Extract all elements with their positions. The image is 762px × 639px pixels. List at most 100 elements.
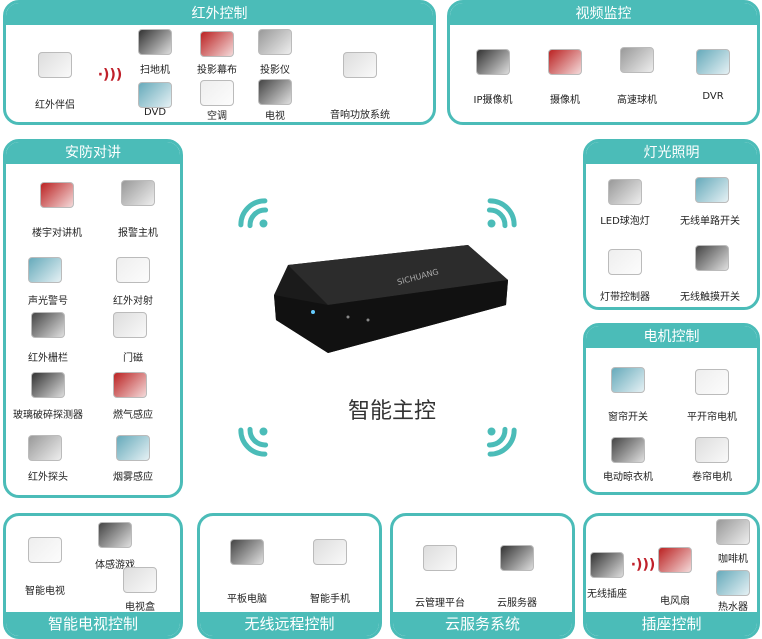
hub-label: 智能主控 (347, 399, 437, 424)
panel-title: 智能电视控制 (6, 612, 180, 636)
device-label: 电视盒 (125, 602, 155, 613)
device-image-icon (138, 29, 172, 55)
panel-title: 红外控制 (6, 3, 433, 25)
device-label: IP摄像机 (473, 95, 513, 106)
device-label: 声光警号 (28, 296, 68, 307)
device-image-icon (28, 257, 62, 283)
device-label: 红外栅栏 (28, 353, 68, 364)
device-image-icon (476, 49, 510, 75)
device-label: LED球泡灯 (600, 216, 650, 227)
device-image-icon (230, 539, 264, 565)
panel-motor: 电机控制 (583, 323, 760, 495)
device-label: 体感游戏 (95, 560, 135, 571)
device-label: 智能电视 (25, 586, 65, 597)
device-label: 无线触摸开关 (680, 292, 740, 303)
device-image-icon (590, 552, 624, 578)
wifi-icon (220, 180, 291, 251)
device-label: 智能手机 (310, 594, 350, 605)
device-image-icon (611, 367, 645, 393)
smart-hub-device: SICHUANG (268, 245, 518, 355)
device-label: 燃气感应 (113, 410, 153, 421)
device-image-icon (620, 47, 654, 73)
device-label: 热水器 (718, 602, 748, 613)
device-label: 红外伴侣 (35, 100, 75, 111)
device-image-icon (716, 570, 750, 596)
device-image-icon (313, 539, 347, 565)
device-image-icon (116, 435, 150, 461)
device-image-icon (695, 437, 729, 463)
device-label: 投影仪 (260, 65, 290, 76)
device-label: 平开帘电机 (687, 412, 737, 423)
device-image-icon (343, 52, 377, 78)
device-label: 云管理平台 (415, 598, 465, 609)
device-label: 红外探头 (28, 472, 68, 483)
device-image-icon (608, 179, 642, 205)
device-image-icon (548, 49, 582, 75)
panel-title: 插座控制 (586, 612, 757, 636)
panel-title: 电机控制 (586, 326, 757, 348)
device-label: 音响功放系统 (330, 110, 390, 121)
panel-title: 安防对讲 (6, 142, 180, 164)
device-label: 红外对射 (113, 296, 153, 307)
device-label: 摄像机 (550, 95, 580, 106)
device-image-icon (38, 52, 72, 78)
panel-title: 云服务系统 (393, 612, 572, 636)
device-image-icon (28, 435, 62, 461)
device-label: 门磁 (123, 353, 143, 364)
device-label: 楼宇对讲机 (32, 228, 82, 239)
device-label: 扫地机 (140, 65, 170, 76)
device-label: 灯带控制器 (600, 292, 650, 303)
device-image-icon (695, 177, 729, 203)
device-image-icon (695, 369, 729, 395)
panel-title: 视频监控 (450, 3, 757, 25)
device-image-icon (113, 312, 147, 338)
device-label: 卷帘电机 (692, 472, 732, 483)
device-label: 云服务器 (497, 598, 537, 609)
wifi-icon (465, 405, 536, 476)
device-label: 咖啡机 (718, 554, 748, 565)
device-image-icon (116, 257, 150, 283)
device-label: 窗帘开关 (608, 412, 648, 423)
wifi-icon (220, 405, 291, 476)
device-image-icon (40, 182, 74, 208)
device-label: 电视 (265, 111, 285, 122)
device-label: DVR (702, 91, 724, 102)
device-label: 无线单路开关 (680, 216, 740, 227)
device-image-icon (258, 79, 292, 105)
device-label: 电风扇 (660, 596, 690, 607)
device-label: 报警主机 (118, 228, 158, 239)
device-label: 空调 (207, 111, 227, 122)
device-image-icon (716, 519, 750, 545)
device-image-icon (658, 547, 692, 573)
device-image-icon (611, 437, 645, 463)
device-image-icon (500, 545, 534, 571)
signal-icon: ·))) (97, 67, 123, 83)
wifi-icon (465, 180, 536, 251)
device-image-icon (608, 249, 642, 275)
device-label: 烟雾感应 (113, 472, 153, 483)
device-label: 平板电脑 (227, 594, 267, 605)
device-label: 无线插座 (587, 589, 627, 600)
device-image-icon (113, 372, 147, 398)
device-image-icon (138, 82, 172, 108)
device-label: 玻璃破碎探测器 (13, 410, 83, 421)
panel-title: 无线远程控制 (200, 612, 379, 636)
panel-lighting: 灯光照明 (583, 139, 760, 310)
device-image-icon (28, 537, 62, 563)
device-image-icon (258, 29, 292, 55)
panel-title: 灯光照明 (586, 142, 757, 164)
device-label: 投影幕布 (197, 65, 237, 76)
device-image-icon (98, 522, 132, 548)
device-label: 高速球机 (617, 95, 657, 106)
device-image-icon (121, 180, 155, 206)
device-image-icon (31, 312, 65, 338)
device-image-icon (696, 49, 730, 75)
device-label: 电动晾衣机 (603, 472, 653, 483)
device-image-icon (200, 31, 234, 57)
device-image-icon (123, 567, 157, 593)
device-label: DVD (143, 107, 167, 118)
device-image-icon (31, 372, 65, 398)
device-image-icon (200, 80, 234, 106)
device-image-icon (695, 245, 729, 271)
signal-icon: ·))) (630, 557, 656, 573)
